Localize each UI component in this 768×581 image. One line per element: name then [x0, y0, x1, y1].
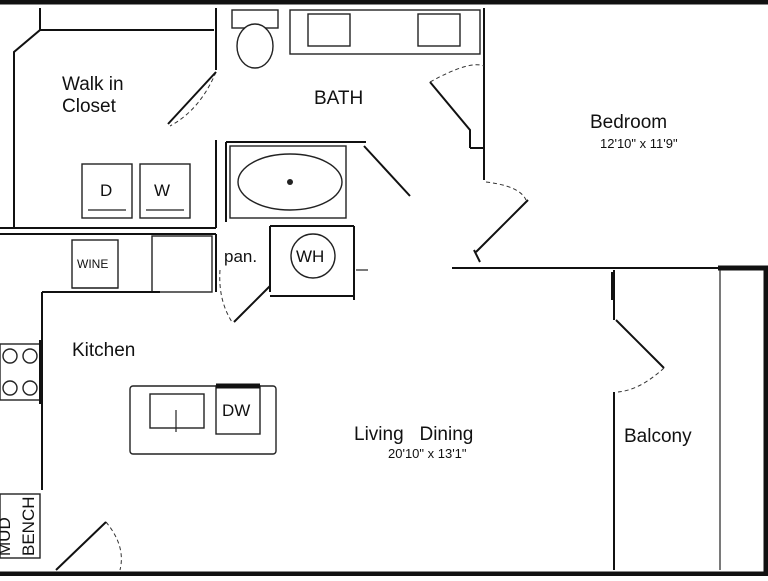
- water-heater-label: WH: [296, 247, 324, 266]
- balcony-label: Balcony: [624, 426, 692, 447]
- bedroom-door-swing: [485, 181, 527, 201]
- bath-door-swing: [429, 64, 485, 83]
- pantry-door-swing: [219, 269, 233, 323]
- balcony-door: [615, 319, 665, 369]
- mud-bench: [0, 493, 41, 559]
- toilet-bowl: [236, 23, 274, 69]
- mud-bench-label-line1: MUD: [0, 517, 14, 556]
- bedroom-dimensions: 12'10" x 11'9": [600, 136, 678, 151]
- sink-left: [307, 13, 351, 47]
- sink-right: [417, 13, 461, 47]
- closet-door-swing: [169, 71, 217, 127]
- entry-door: [55, 521, 107, 571]
- wine-label: WINE: [77, 257, 108, 271]
- mud-bench-label-line2: BENCH: [19, 496, 38, 556]
- bath-label: BATH: [314, 88, 363, 109]
- washer-label: W: [154, 181, 170, 200]
- pantry-door: [233, 285, 271, 323]
- bedroom-label: Bedroom: [590, 112, 667, 133]
- walk-in-closet-label-line1: Walk in: [62, 74, 124, 95]
- dryer-label: D: [100, 181, 112, 200]
- closet-walls: [0, 8, 217, 229]
- closet-door: [167, 71, 217, 125]
- entry-door-swing: [105, 521, 122, 571]
- living-dining-label: Living Dining: [354, 424, 473, 445]
- pantry-label: pan.: [224, 247, 257, 266]
- bath-walls: [225, 8, 485, 222]
- bedroom-door: [475, 199, 529, 253]
- walk-in-closet-label-line2: Closet: [62, 96, 117, 117]
- kitchen-label: Kitchen: [72, 340, 135, 361]
- washer: [139, 163, 191, 219]
- exterior-wall-right: [718, 265, 768, 576]
- drain-icon: [287, 179, 293, 185]
- dryer: [81, 163, 133, 219]
- living-dining-dimensions: 20'10" x 13'1": [388, 446, 467, 461]
- island-sink: [149, 393, 205, 429]
- water-heater: [290, 233, 336, 279]
- balcony-door-swing: [617, 367, 665, 393]
- dishwasher-label: DW: [222, 401, 250, 420]
- wine-fridge: [71, 239, 119, 289]
- dishwasher: [215, 385, 261, 435]
- refrigerator: [151, 235, 213, 293]
